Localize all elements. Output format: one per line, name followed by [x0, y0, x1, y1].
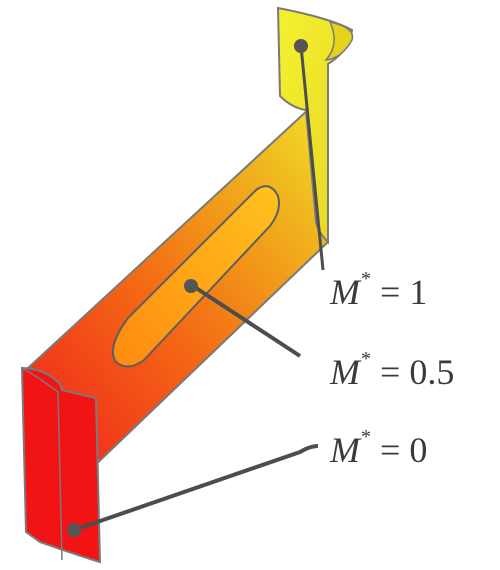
- label-m1: M* = 1: [330, 269, 428, 312]
- bottom-flange: [20, 366, 102, 564]
- marker-m1: [294, 39, 308, 53]
- marker-m05: [184, 279, 198, 293]
- label-m0-symbol: M: [330, 430, 360, 470]
- label-m0-equals: =: [371, 430, 410, 470]
- label-m0-superscript: *: [361, 426, 371, 448]
- label-m05-equals: =: [371, 352, 410, 392]
- label-m05-symbol: M: [330, 352, 360, 392]
- label-m0-value: 0: [409, 430, 428, 470]
- top-flange-curl: [324, 20, 354, 61]
- marker-m0: [67, 523, 81, 537]
- label-m1-symbol: M: [330, 272, 360, 312]
- label-m05-superscript: *: [361, 348, 371, 370]
- leader-line-m1: [299, 45, 325, 271]
- leader-line-m0: [73, 444, 319, 532]
- leader-line-m05: [191, 284, 302, 358]
- label-m1-value: 1: [409, 272, 428, 312]
- label-m0: M* = 0: [330, 427, 428, 470]
- label-m05: M* = 0.5: [330, 349, 455, 392]
- label-m1-equals: =: [371, 272, 410, 312]
- label-m1-superscript: *: [361, 268, 371, 290]
- label-m05-value: 0.5: [409, 352, 455, 392]
- bottom-flange-edge: [21, 367, 63, 561]
- slot-region: [112, 185, 280, 368]
